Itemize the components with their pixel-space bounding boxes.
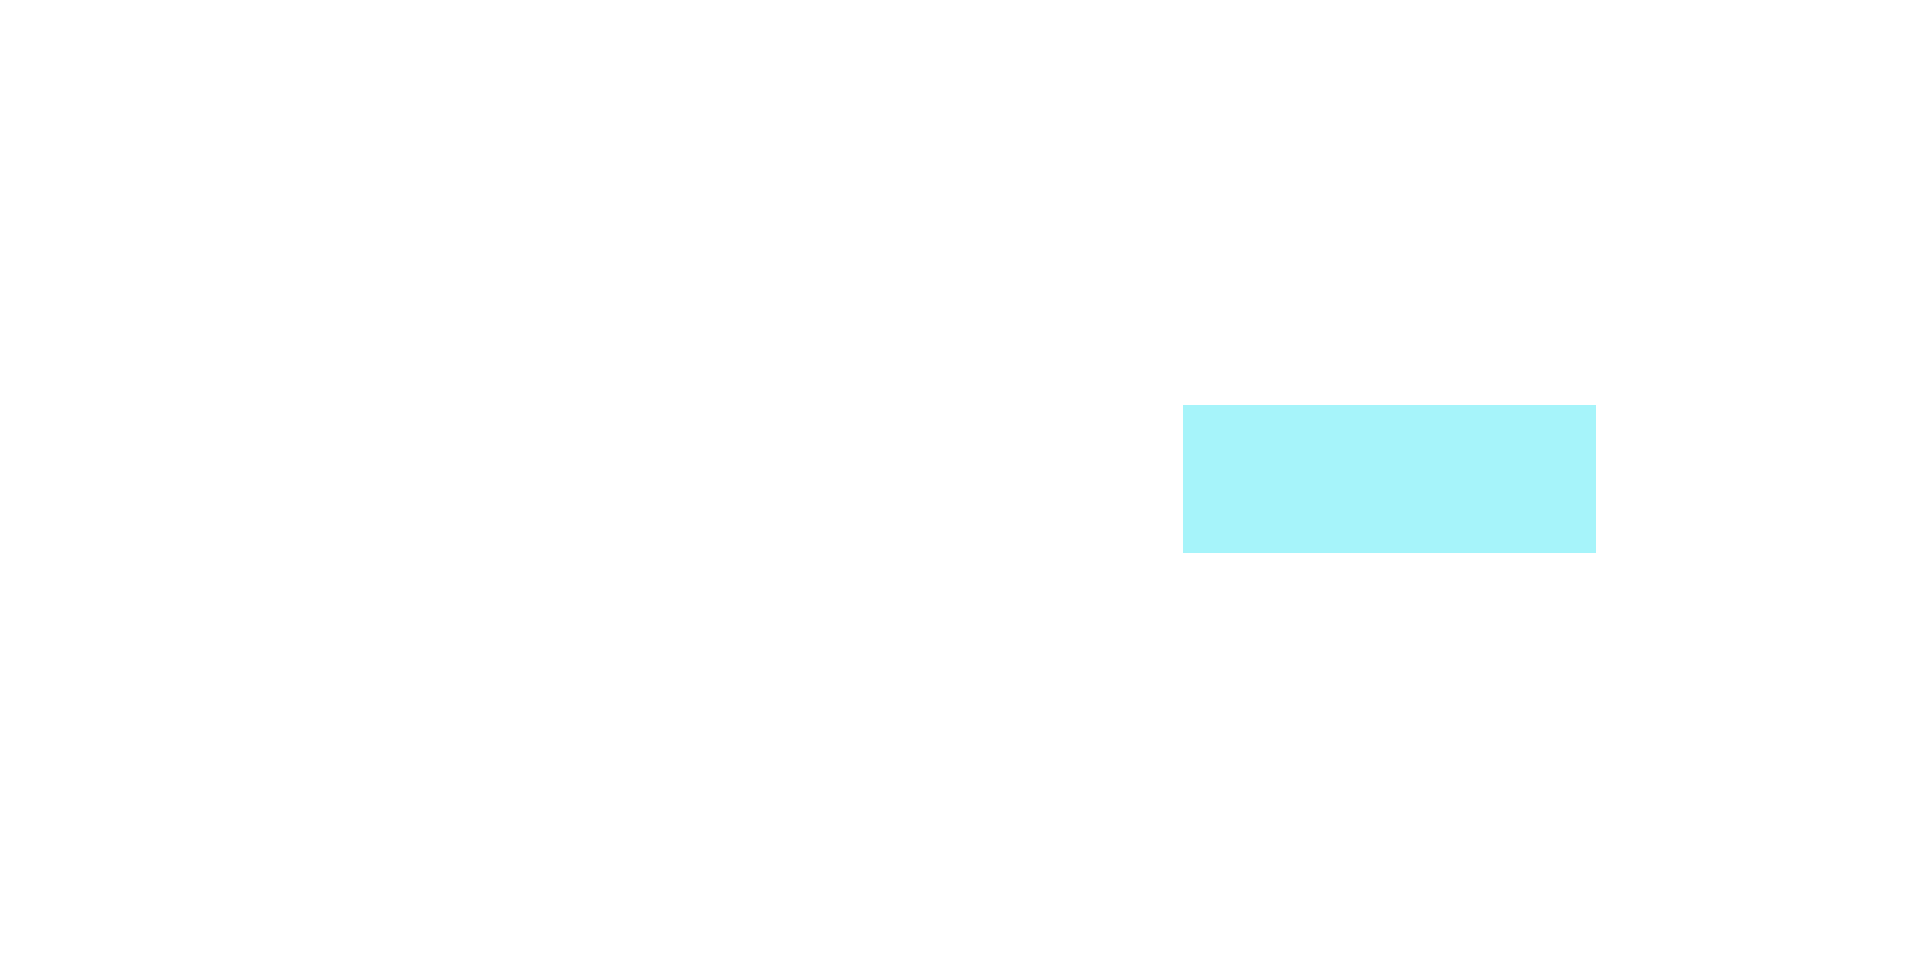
highlight-rectangle bbox=[1183, 405, 1596, 553]
